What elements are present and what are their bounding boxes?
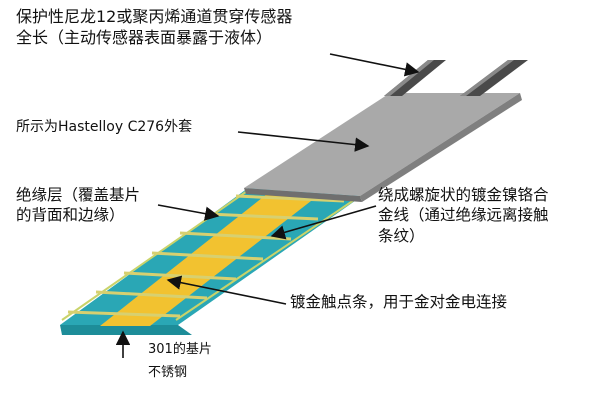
label-line: 全长（主动传感器表面暴露于液体） — [16, 28, 273, 48]
wire-winding — [151, 251, 264, 261]
label-hastelloy-jacket: 所示为Hastelloy C276外套 — [16, 118, 192, 136]
label-line: 绝缘层（覆盖基片 — [16, 186, 141, 204]
wire-winding — [207, 212, 319, 221]
arrow-channel — [329, 53, 420, 77]
gold-contact-strip — [100, 190, 320, 326]
label-gold-contact-strip: 镀金触点条，用于金对金电连接 — [290, 292, 507, 312]
jacket-top-surface — [244, 93, 520, 196]
jacket-front-edge — [244, 188, 362, 202]
label-line: 绕成螺旋状的镀金镍铬合 — [378, 186, 549, 204]
label-line: 301的基片 — [148, 342, 212, 357]
arrow-insulation — [157, 204, 220, 221]
arrow-contact — [166, 275, 287, 305]
insulation-edge — [60, 325, 192, 335]
arrow-wire — [270, 205, 377, 240]
label-stainless-substrate: 301的基片 不锈钢 — [148, 338, 212, 385]
label-line: 的背面和边缘） — [16, 206, 125, 225]
label-helical-wire: 绕成螺旋状的镀金镍铬合 金线（通过绝缘远离接触 条纹） — [378, 185, 549, 246]
sensor-strip — [60, 188, 362, 335]
helical-wire-windings — [67, 194, 345, 318]
wire-winding — [235, 194, 345, 203]
label-line: 金线（通过绝缘远离接触 — [378, 206, 549, 225]
leader-arrows — [115, 53, 420, 358]
jacket-side-surface — [360, 93, 522, 202]
protective-channel — [384, 60, 528, 96]
channel-left-rail-highlight — [384, 60, 434, 96]
channel-right-rail-highlight — [460, 60, 514, 96]
label-protective-channel: 保护性尼龙12或聚丙烯通道贯穿传感器 全长（主动传感器表面暴露于液体） — [16, 6, 292, 48]
label-insulation-layer: 绝缘层（覆盖基片 的背面和边缘） — [16, 185, 140, 226]
label-line: 不锈钢 — [148, 365, 188, 381]
wire-winding — [95, 290, 208, 300]
label-line: 保护性尼龙12或聚丙烯通道贯穿传感器 — [16, 7, 293, 26]
hastelloy-jacket — [244, 93, 522, 202]
label-line: 镀金触点条，用于金对金电连接 — [290, 293, 508, 311]
arrow-jacket — [237, 131, 370, 152]
label-line: 条纹） — [378, 226, 425, 245]
wire-winding — [67, 310, 181, 318]
label-line: 所示为Hastelloy C276外套 — [16, 119, 193, 135]
